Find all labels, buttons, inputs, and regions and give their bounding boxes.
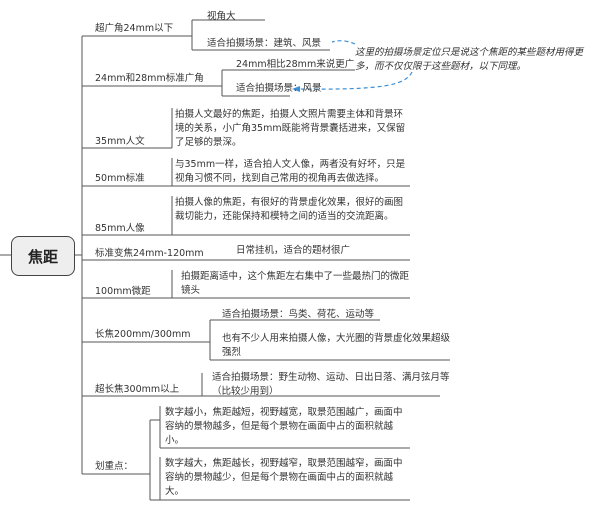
leaf-telephoto-portrait: 也有不少人用来拍摄人像，大光圈的背景虚化效果超级强烈 xyxy=(222,333,451,358)
leaf-telephoto-scene: 适合拍摄场景：鸟类、荷花、运动等 xyxy=(222,309,375,320)
leaf-35mm-desc: 拍摄人文最好的焦距，拍摄人文照片需要主体和背景环境的关系，小广角35mm既能将背… xyxy=(175,109,406,148)
leaf-key-point-short: 数字越小，焦距越短，视野越宽，取景范围越广，画面中容纳的景物越多，但是每个景物在… xyxy=(165,407,403,446)
leaf-macro-desc: 拍摄距离适中，这个焦距左右集中了一些最热门的微距镜头 xyxy=(181,271,410,296)
annotation-arrow-top xyxy=(331,40,356,45)
leaf-50mm-desc: 与35mm一样，适合拍人文人像，两者没有好坏，只是视角习惯不同，找到自己常用的视… xyxy=(175,159,406,184)
leaf-85mm-desc: 拍摄人像的焦距，有很好的背景虚化效果，很好的画图裁切能力，还能保持和模特之间的适… xyxy=(175,197,404,222)
sub-key-points xyxy=(149,406,410,501)
leaf-key-point-long: 数字越大，焦距越长，视野越窄，取景范围越窄，画面中容纳的景物越少，但是每个景物在… xyxy=(165,458,403,497)
annotation-note: 这里的拍摄场景定位只是说这个焦距的某些题材用得更多，而不仅仅限于这些题材，以下同… xyxy=(355,47,584,72)
sub-ultra-wide xyxy=(191,19,330,51)
branch-label-standard-wide[interactable]: 24mm和28mm标准广角 xyxy=(95,73,204,84)
branch-label-key-points[interactable]: 划重点： xyxy=(95,461,134,472)
leaf-ultra-wide-view: 视角大 xyxy=(207,11,236,22)
leaf-standard-zoom-desc: 日常挂机，适合的题材很广 xyxy=(236,245,351,256)
leaf-standard-wide-scene: 适合拍摄场景：风景 xyxy=(236,83,322,94)
branch-label-85mm[interactable]: 85mm人像 xyxy=(95,223,145,234)
leaf-ultra-wide-scene: 适合拍摄场景：建筑、风景 xyxy=(207,38,322,49)
annotation-arrowhead xyxy=(292,86,300,92)
sub-macro xyxy=(171,270,410,299)
sub-telephoto xyxy=(209,319,450,361)
leaf-super-telephoto-scene: 适合拍摄场景：野生动物、运动、日出日落、满月弦月等（比较少用到） xyxy=(212,372,450,397)
branch-label-35mm[interactable]: 35mm人文 xyxy=(95,136,145,147)
sub-super-telephoto xyxy=(201,373,440,397)
branch-label-ultra-wide[interactable]: 超广角24mm以下 xyxy=(95,23,174,34)
root-node[interactable]: 焦距 xyxy=(11,236,75,276)
branch-label-macro[interactable]: 100mm微距 xyxy=(95,286,151,297)
sub-50mm xyxy=(171,158,410,187)
branch-label-super-telephoto[interactable]: 超长焦300mm以上 xyxy=(95,384,180,395)
branch-label-standard-zoom[interactable]: 标准变焦24mm-120mm xyxy=(95,248,204,259)
branch-label-50mm[interactable]: 50mm标准 xyxy=(95,173,145,184)
sub-85mm xyxy=(171,196,410,236)
branch-label-telephoto[interactable]: 长焦200mm/300mm xyxy=(95,329,191,340)
leaf-standard-wide-compare: 24mm相比28mm来说更广 xyxy=(236,59,355,70)
sub-standard-wide xyxy=(221,69,355,97)
